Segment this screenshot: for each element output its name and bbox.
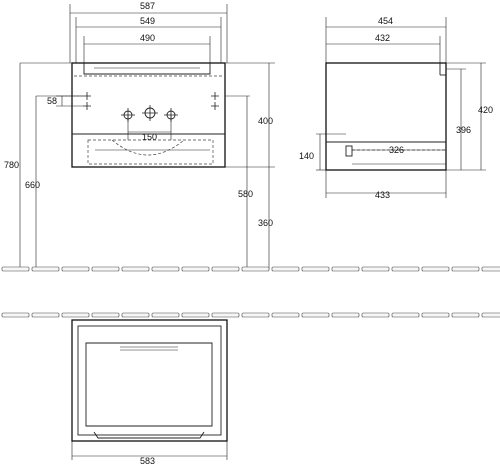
- dim-58: 58: [47, 95, 83, 107]
- floor-segment: [361, 266, 390, 272]
- dim-400: 400: [225, 62, 275, 168]
- floor-segment: [391, 266, 420, 272]
- wall-line-lower: [1, 312, 500, 318]
- dim-326-label: 326: [389, 145, 404, 155]
- dim-150-label: 150: [142, 132, 157, 142]
- floor-segment: [31, 266, 60, 272]
- dim-432: 432: [326, 33, 441, 63]
- dim-454-label: 454: [378, 16, 393, 26]
- wall-segment: [91, 312, 120, 318]
- side-siphon-block: [345, 145, 353, 157]
- floor-segment: [211, 266, 240, 272]
- floor-segment: [121, 266, 150, 272]
- dim-454: 454: [325, 16, 447, 63]
- floor-segment: [451, 266, 480, 272]
- dim-583-label: 583: [140, 456, 155, 464]
- dim-587: 587: [69, 1, 228, 63]
- floor-segment: [421, 266, 450, 272]
- dim-396: 396: [446, 68, 471, 170]
- floor-segment: [331, 266, 360, 272]
- dim-780: 780: [4, 62, 72, 269]
- wall-segment: [451, 312, 480, 318]
- wall-segment: [361, 312, 390, 318]
- floor-segment: [301, 266, 330, 272]
- top-cabinet-outline: [71, 319, 228, 442]
- dim-490: 490: [83, 33, 211, 63]
- dim-780-label: 780: [4, 160, 19, 170]
- floor-segment: [61, 266, 90, 272]
- dim-150: 150: [127, 115, 172, 142]
- wall-segment: [271, 312, 300, 318]
- top-view: 583: [71, 319, 228, 464]
- top-drawer-outline: [85, 342, 213, 427]
- wall-segment: [391, 312, 420, 318]
- wall-segment: [481, 312, 500, 318]
- wall-segment: [151, 312, 180, 318]
- dim-432-label: 432: [375, 33, 390, 43]
- wall-segment: [241, 312, 270, 318]
- dim-660-label: 660: [25, 180, 40, 190]
- floor-segment: [181, 266, 210, 272]
- dim-360-label: 360: [258, 218, 273, 228]
- wall-segment: [181, 312, 210, 318]
- dim-400-label: 400: [258, 116, 273, 126]
- floor-segment: [241, 266, 270, 272]
- front-siphon-cutout: [111, 139, 185, 156]
- wall-segment: [301, 312, 330, 318]
- wall-segment: [121, 312, 150, 318]
- front-top-rim: [83, 63, 211, 75]
- dim-490-label: 490: [140, 33, 155, 43]
- dim-433: 433: [325, 170, 447, 200]
- wall-segment: [1, 312, 30, 318]
- front-fixing-crosses: [83, 92, 219, 110]
- dim-420: 420: [446, 62, 493, 171]
- wall-segment: [61, 312, 90, 318]
- front-view: 587 549 490 780 660: [4, 1, 275, 269]
- top-front-edge: [93, 431, 205, 439]
- side-cabinet-body: [325, 62, 447, 171]
- dim-140-label: 140: [299, 151, 314, 161]
- front-tap-holes: [121, 105, 178, 122]
- floor-segment: [271, 266, 300, 272]
- dim-396-label: 396: [456, 125, 471, 135]
- front-drawer-inner: [87, 139, 214, 165]
- dim-433-label: 433: [375, 190, 390, 200]
- floor-segment: [481, 266, 500, 272]
- floor-segment: [151, 266, 180, 272]
- dim-660: 660: [25, 95, 83, 269]
- dim-587-label: 587: [140, 1, 155, 11]
- floor-segment: [1, 266, 30, 272]
- dim-58-label: 58: [47, 96, 57, 106]
- floor-segment: [91, 266, 120, 272]
- dim-360: 360: [258, 167, 273, 269]
- dim-583: 583: [71, 441, 228, 464]
- dim-140: 140: [299, 133, 346, 171]
- dim-580-label: 580: [238, 189, 253, 199]
- wall-segment: [421, 312, 450, 318]
- dim-326: 326: [352, 145, 446, 155]
- wall-segment: [31, 312, 60, 318]
- side-view: 454 432 420 396 140: [299, 16, 493, 200]
- front-cabinet-body: [71, 62, 226, 168]
- floor-line-upper: [1, 266, 500, 272]
- dim-549: 549: [75, 16, 222, 63]
- wall-segment: [331, 312, 360, 318]
- wall-segment: [211, 312, 240, 318]
- dim-580: 580: [225, 95, 253, 269]
- dim-549-label: 549: [140, 16, 155, 26]
- dim-420-label: 420: [478, 105, 493, 115]
